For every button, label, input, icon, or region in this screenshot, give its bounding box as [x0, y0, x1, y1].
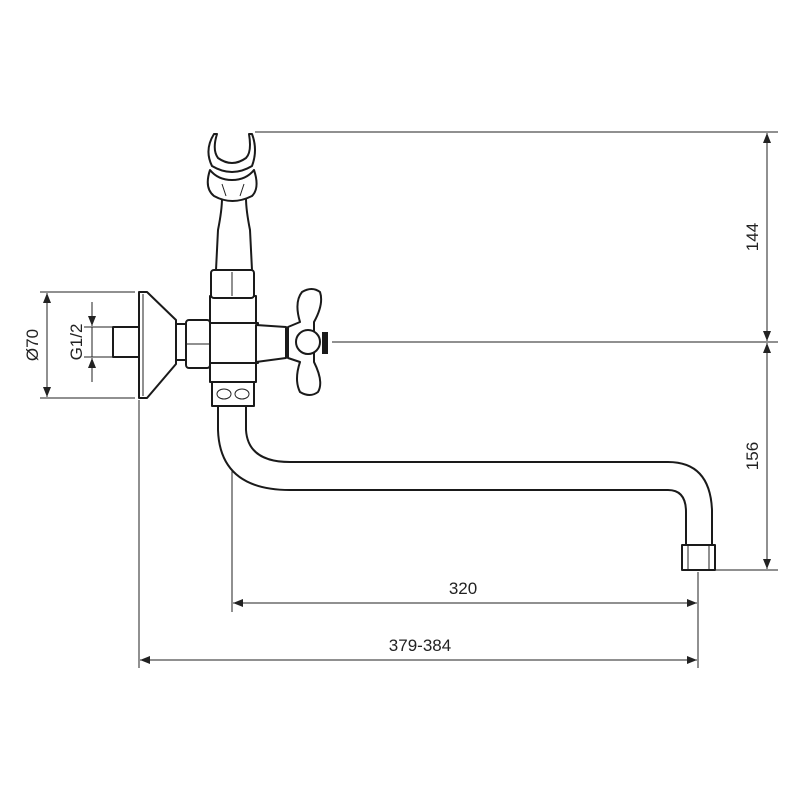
dim-g1-2: G1/2 [67, 324, 86, 361]
extension-lines [40, 131, 778, 668]
dim-156: 156 [743, 442, 762, 470]
faucet [112, 133, 716, 571]
dim-144: 144 [743, 223, 762, 251]
dim-320: 320 [449, 579, 477, 598]
wall-flange [138, 291, 177, 399]
dim-379-384: 379-384 [389, 636, 451, 655]
dim-diameter-70: Ø70 [23, 329, 42, 361]
wall-stub [112, 326, 140, 358]
shower-holder [207, 133, 256, 173]
holder-stem [215, 197, 253, 271]
spout-aerator [681, 544, 716, 571]
dimension-lines [43, 133, 771, 664]
spout [217, 397, 713, 547]
